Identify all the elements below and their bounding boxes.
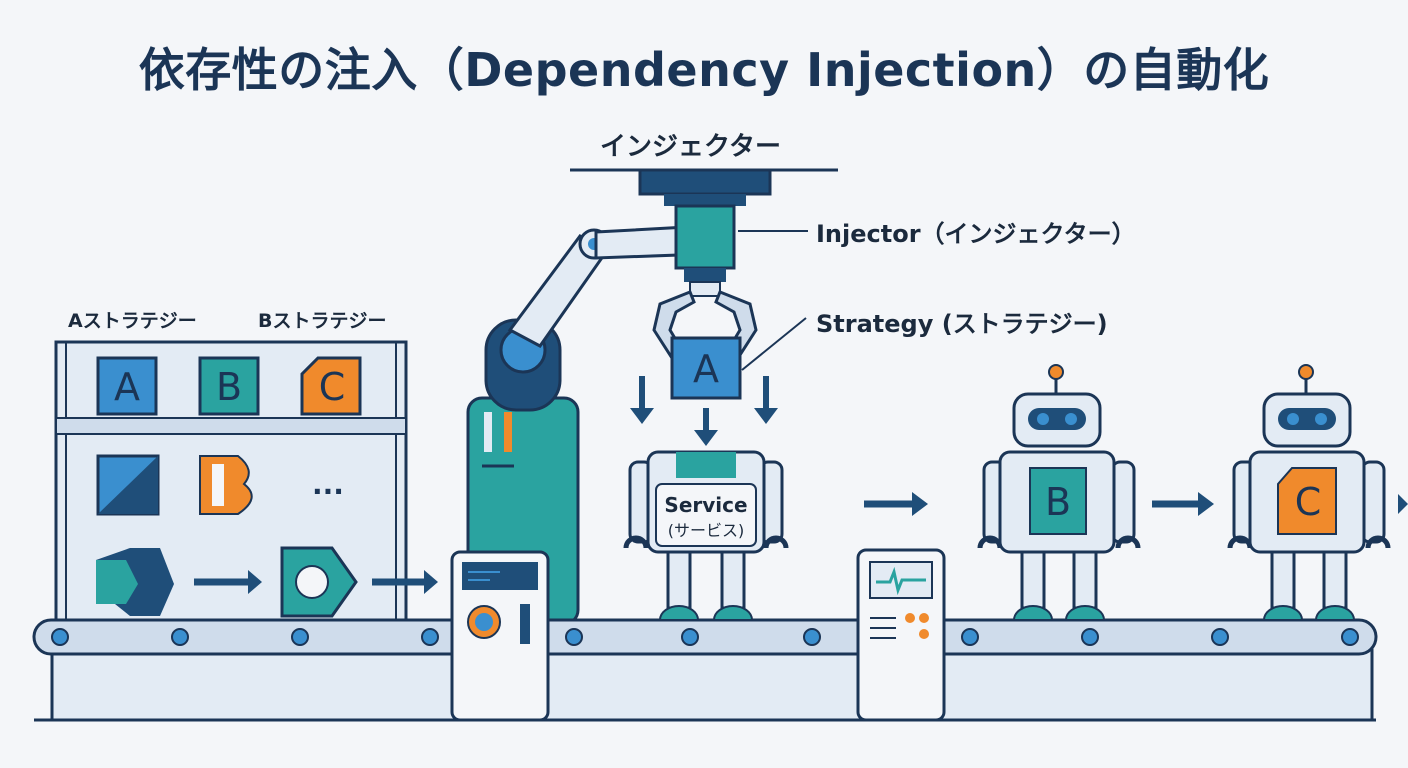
- flow-arrow-3: [1398, 494, 1408, 514]
- shelf-label-a-strategy: Aストラテジー: [68, 310, 197, 332]
- robot-c-letter: C: [1295, 480, 1322, 524]
- strategy-callout-label: Strategy (ストラテジー): [816, 310, 1108, 338]
- shelf-box-c: [300, 356, 362, 416]
- shelf-box-b-letter: B: [216, 365, 242, 409]
- b-shape-block-icon: [199, 455, 253, 515]
- conveyor-belt: [32, 618, 1378, 722]
- shelf-box-c-letter: C: [319, 365, 346, 409]
- strategy-callout-line: [741, 317, 807, 371]
- control-panel-left: [450, 550, 550, 722]
- gripper-block-a: [670, 336, 742, 400]
- robot-b-letter: B: [1045, 480, 1071, 524]
- down-arrow-icon: [754, 408, 778, 424]
- robot-arm: A: [466, 168, 778, 626]
- service-label: Service: [664, 493, 747, 517]
- strategy-shelf: A B C ...: [54, 340, 438, 624]
- injector-callout-label: Injector（インジェクター）: [816, 220, 1136, 248]
- gripper-block-letter: A: [693, 347, 719, 391]
- page-title: 依存性の注入（Dependency Injection）の自動化: [138, 43, 1270, 97]
- control-panel-right: [856, 548, 946, 722]
- shelf-box-a-letter: A: [114, 365, 140, 409]
- service-robot: Service (サービス): [623, 450, 789, 621]
- shelf-ellipsis: ...: [312, 468, 344, 501]
- down-arrow-icon: [694, 430, 718, 446]
- robot-c: C: [1227, 364, 1391, 621]
- robot-b: B: [977, 364, 1141, 621]
- service-sublabel: (サービス): [668, 521, 745, 540]
- down-arrow-icon: [630, 408, 654, 424]
- injector-header-label: インジェクター: [600, 132, 781, 162]
- shelf-label-b-strategy: Bストラテジー: [258, 310, 387, 332]
- shelf-box-b: [198, 356, 260, 416]
- shelf-box-a: [96, 356, 158, 416]
